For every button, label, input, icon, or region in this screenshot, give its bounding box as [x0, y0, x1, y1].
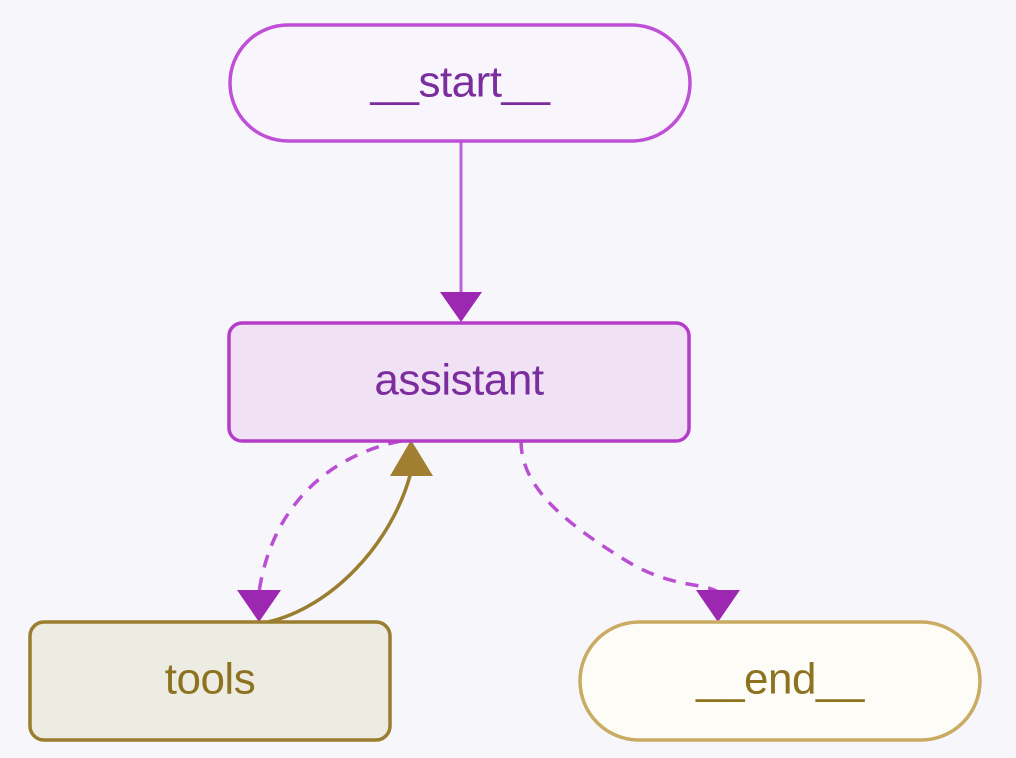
- node-tools-shape: [28, 620, 392, 742]
- arrowhead-assistant-to-end: [696, 590, 740, 622]
- arrowhead-tools-to-assistant: [390, 440, 433, 476]
- node-start[interactable]: __start__: [228, 23, 692, 143]
- edge-assistant-to-tools-path: [257, 439, 402, 593]
- edge-assistant-to-tools[interactable]: [237, 439, 402, 622]
- edge-tools-to-assistant[interactable]: [267, 440, 433, 624]
- edge-assistant-to-end-path: [519, 440, 719, 594]
- node-assistant-label: assistant: [374, 356, 543, 405]
- edge-tools-to-assistant-path: [267, 471, 413, 624]
- edge-assistant-to-end[interactable]: [519, 440, 740, 622]
- node-tools-label: tools: [165, 655, 255, 704]
- arrowhead-start-to-assistant: [440, 292, 482, 322]
- arrowhead-assistant-to-tools: [237, 590, 281, 622]
- node-tools[interactable]: tools: [28, 620, 392, 742]
- node-end-label: __end__: [695, 655, 865, 704]
- node-start-label: __start__: [370, 58, 551, 107]
- node-end-shape: [578, 620, 982, 742]
- node-end[interactable]: __end__: [578, 620, 982, 742]
- edge-start-to-assistant[interactable]: [440, 141, 482, 322]
- node-start-shape: [228, 23, 692, 143]
- node-assistant-shape: [227, 321, 691, 443]
- node-assistant[interactable]: assistant: [227, 321, 691, 443]
